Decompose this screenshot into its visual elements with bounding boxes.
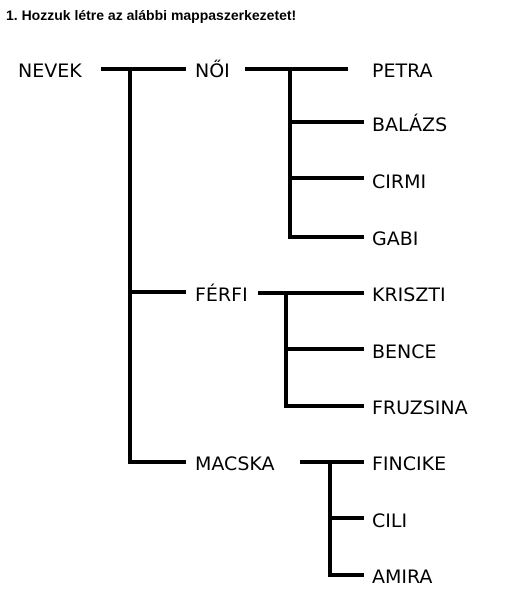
root-folder: NEVEK	[18, 60, 82, 82]
folder-fruzsina: FRUZSINA	[372, 397, 468, 419]
folder-kriszti: KRISZTI	[372, 284, 446, 306]
folder-balazs: BALÁZS	[372, 113, 447, 136]
folder-cirmi: CIRMI	[372, 171, 426, 193]
folder-cili: CILI	[372, 510, 407, 532]
folder-bence: BENCE	[372, 341, 437, 363]
folder-gabi: GABI	[372, 228, 418, 250]
folder-noi: NŐI	[195, 58, 230, 82]
folder-macska: MACSKA	[195, 453, 275, 475]
folder-ferfi: FÉRFI	[195, 283, 248, 306]
folder-amira: AMIRA	[372, 566, 432, 588]
folder-fincike: FINCIKE	[372, 453, 446, 475]
folder-petra: PETRA	[372, 60, 433, 82]
task-title: 1. Hozzuk létre az alábbi mappaszerkezet…	[6, 7, 297, 23]
